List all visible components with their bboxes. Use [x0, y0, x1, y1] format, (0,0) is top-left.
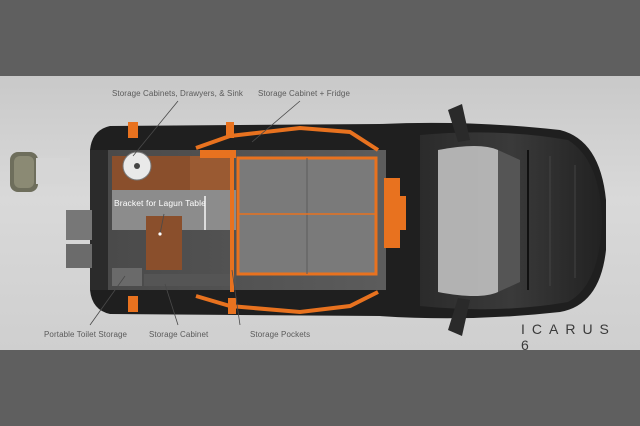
label-storage-cabinet-fridge: Storage Cabinet + Fridge — [258, 89, 351, 98]
label-storage-cabinet: Storage Cabinet — [149, 330, 209, 339]
label-bracket-lagun-table: Bracket for Lagun Table — [114, 198, 206, 208]
label-portable-toilet-storage: Portable Toilet Storage — [44, 330, 128, 339]
orange-rack — [195, 125, 380, 315]
label-storage-cabinets-sink: Storage Cabinets, Drawyers, & Sink — [112, 89, 244, 98]
label-storage-pockets: Storage Pockets — [250, 330, 311, 339]
spare-tire — [10, 152, 70, 192]
orange-accents — [128, 122, 406, 314]
leader-lines — [89, 100, 301, 326]
brand-logo-text: ICARUS 6 — [521, 321, 616, 353]
camper-interior — [108, 150, 386, 290]
leader-dots — [158, 232, 162, 236]
